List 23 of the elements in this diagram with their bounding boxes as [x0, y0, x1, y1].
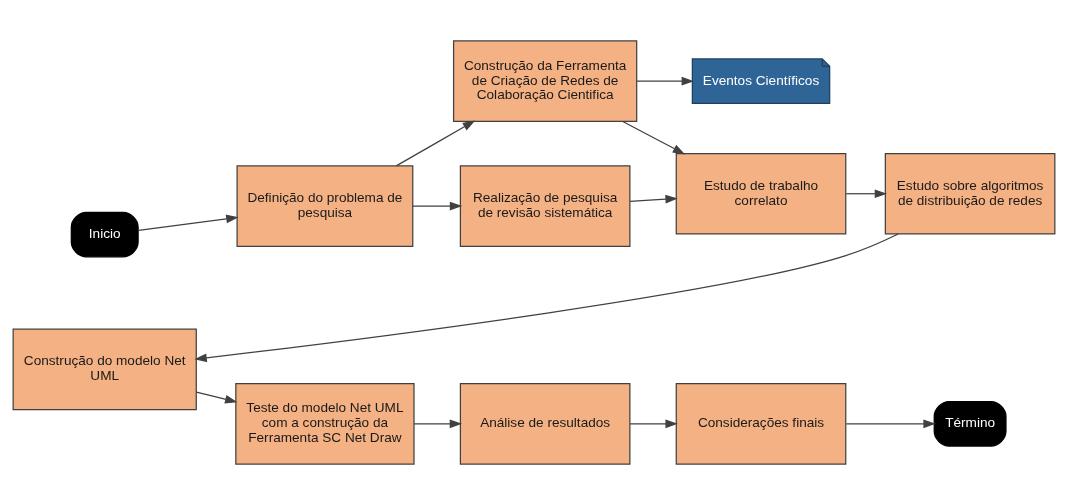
arrow — [845, 188, 888, 198]
node-box: Definição do problema de pesquisa — [236, 164, 414, 247]
node-box: Considerações finais — [675, 382, 847, 465]
node-box: Teste do modelo Net UML com a construção da Ferramenta SC Net Draw — [235, 382, 415, 465]
arrow — [395, 120, 476, 166]
node-box: Estudo sobre algoritmos de distribuição de redes — [884, 152, 1056, 235]
node-box: Término — [933, 400, 1007, 447]
node-box: Realização de pesquisa de revisão sistemática — [459, 164, 631, 247]
arrow — [194, 232, 899, 362]
arrow — [845, 419, 936, 428]
node-box: Construção do modelo Net UML — [12, 328, 197, 410]
node-box: Inicio — [70, 211, 139, 257]
arrow — [412, 201, 463, 210]
arrow — [195, 390, 238, 403]
arrow — [413, 419, 463, 428]
arrow — [629, 419, 678, 428]
arrow — [629, 194, 678, 204]
arrow — [622, 120, 686, 154]
arrow — [636, 76, 694, 85]
node-box: Estudo de trabalho correlato — [675, 152, 847, 235]
node-box: Construção da Ferramenta de Criação de Redes de Colaboração Cientifica — [452, 39, 638, 122]
node-box: Análise de resultados — [459, 382, 631, 465]
arrow — [137, 214, 239, 231]
